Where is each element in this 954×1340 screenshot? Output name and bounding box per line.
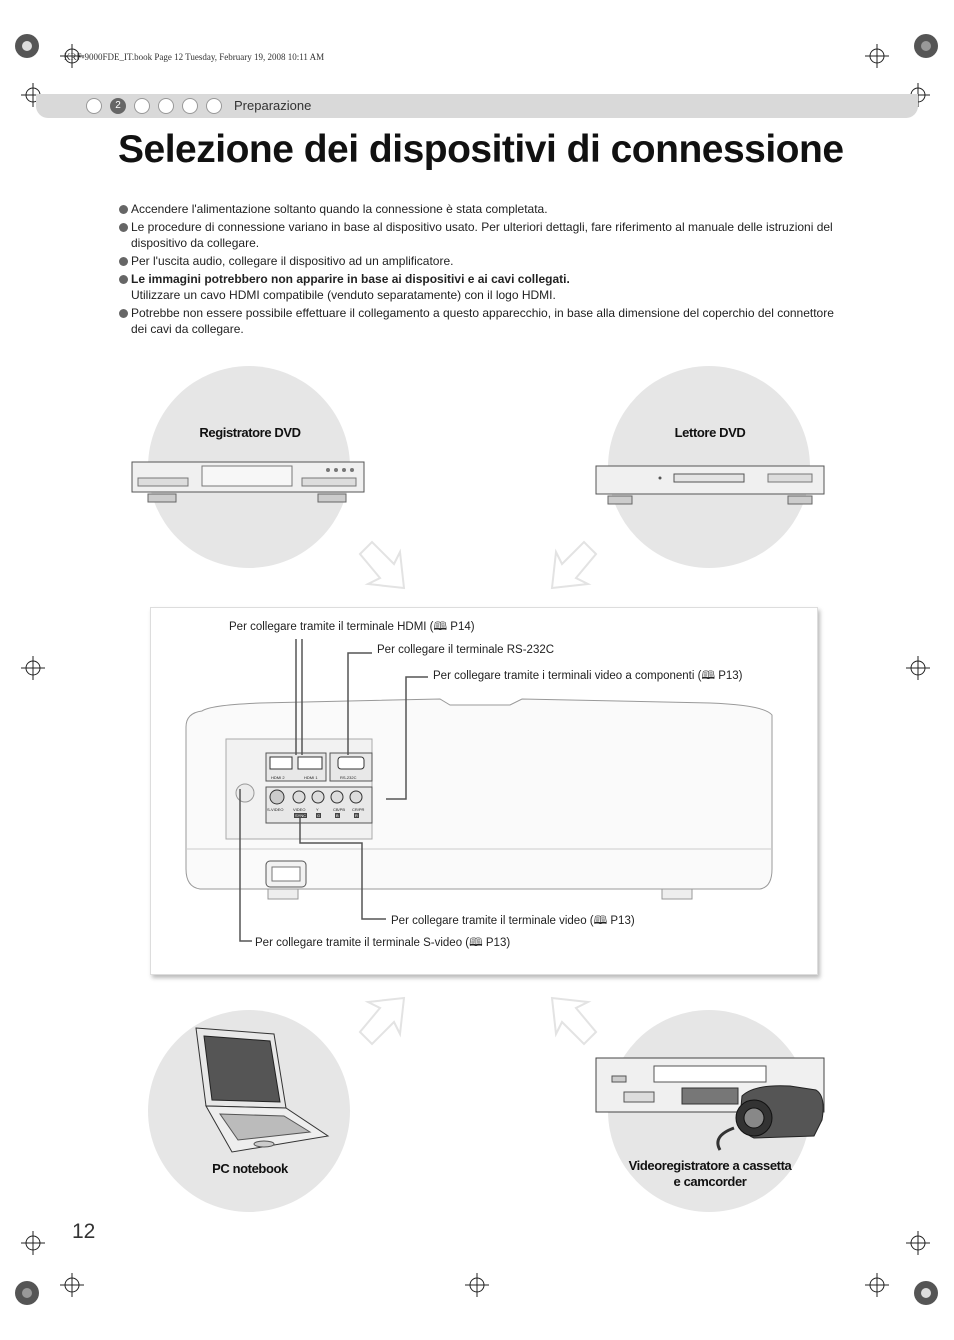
crop-mark-icon — [15, 34, 938, 1305]
callout-video: Per collegare tramite il terminale video… — [391, 913, 635, 932]
callout-component: Per collegare tramite i terminali video … — [433, 668, 743, 687]
arrow-down-right-icon — [358, 540, 406, 590]
page-ref: P13) — [610, 915, 635, 927]
page-ref: P14) — [450, 621, 475, 633]
page-ref: P13) — [718, 670, 743, 682]
book-icon: 🕮 — [701, 670, 716, 682]
dvd-player-label: Lettore DVD — [674, 425, 746, 440]
vcr-camcorder-image — [595, 1057, 825, 1151]
page-number: 12 — [72, 1220, 96, 1243]
callout-hdmi: Per collegare tramite il terminale HDMI … — [229, 619, 475, 638]
callout-text: Per collegare tramite il terminale S-vid… — [255, 937, 470, 949]
bullet-subtext: Utilizzare un cavo HDMI compatibile (ven… — [131, 288, 556, 302]
list-item: Le procedure di connessione variano in b… — [118, 219, 838, 251]
bullet-text: Per l'uscita audio, collegare il disposi… — [131, 254, 454, 268]
bullet-text: Le immagini potrebbero non apparire in b… — [131, 272, 570, 286]
step-indicator-4 — [158, 98, 174, 114]
notebook-label: PC notebook — [212, 1161, 288, 1176]
bullet-text: Accendere l'alimentazione soltanto quand… — [131, 202, 548, 216]
camcorder-icon — [716, 1085, 824, 1151]
dvd-player-image — [595, 465, 825, 505]
vcr-label-line1: Videoregistratore a cassetta — [628, 1158, 792, 1173]
arrow-down-left-icon — [550, 540, 598, 590]
book-icon: 🕮 — [469, 937, 483, 949]
port-label-g: G — [316, 813, 322, 818]
print-header: KRF-9000FDE_IT.book Page 12 Tuesday, Feb… — [64, 52, 325, 62]
callout-svideo: Per collegare tramite il terminale S-vid… — [255, 935, 510, 954]
callout-text: Per collegare tramite il terminale video… — [391, 915, 594, 927]
dvd-recorder-label: Registratore DVD — [199, 425, 301, 440]
port-label-r: R — [354, 813, 359, 818]
port-label-y: Y — [316, 807, 319, 812]
vcr-label-line2: e camcorder — [673, 1174, 747, 1189]
step-indicator-6 — [206, 98, 222, 114]
dvd-recorder-image — [131, 461, 365, 503]
bullet-text: Potrebbe non essere possibile effettuare… — [131, 306, 834, 336]
port-label-crpr: CR/PR — [352, 807, 365, 812]
step-indicator-1 — [86, 98, 102, 114]
page-title: Selezione dei dispositivi di connessione — [118, 128, 844, 171]
step-indicator-5 — [182, 98, 198, 114]
callout-text: Per collegare tramite il terminale HDMI … — [229, 621, 434, 633]
notebook-image — [195, 1027, 330, 1153]
step-indicator-current: 2 — [110, 98, 126, 114]
port-label-b: B — [335, 813, 340, 818]
port-label-sync: SYNC — [294, 813, 308, 818]
section-label: Preparazione — [234, 98, 312, 113]
page-ref: P13) — [485, 937, 511, 949]
book-icon: 🕮 — [593, 915, 608, 927]
book-icon: 🕮 — [433, 621, 448, 633]
port-label-cbpb: CB/PB — [333, 807, 346, 812]
bullet-list: Accendere l'alimentazione soltanto quand… — [118, 201, 838, 339]
callout-text: Per collegare tramite i terminali video … — [433, 670, 702, 682]
arrow-up-left-icon — [550, 996, 598, 1046]
list-item: Le immagini potrebbero non apparire in b… — [118, 271, 838, 303]
callout-rs232c: Per collegare il terminale RS-232C — [377, 644, 555, 656]
port-label-hdmi2: HDMI 2 — [271, 775, 285, 780]
list-item: Per l'uscita audio, collegare il disposi… — [118, 253, 838, 269]
projector-rear-image — [185, 639, 773, 942]
port-label-rs232c: RS-232C — [340, 775, 357, 780]
list-item: Potrebbe non essere possibile effettuare… — [118, 305, 838, 337]
step-indicator-3 — [134, 98, 150, 114]
arrow-up-right-icon — [358, 996, 406, 1046]
port-label-video: VIDEO — [293, 807, 306, 812]
port-label-hdmi1: HDMI 1 — [304, 775, 318, 780]
port-label-svideo: S-VIDEO — [267, 807, 284, 812]
bullet-text: Le procedure di connessione variano in b… — [131, 220, 833, 250]
list-item: Accendere l'alimentazione soltanto quand… — [118, 201, 838, 217]
